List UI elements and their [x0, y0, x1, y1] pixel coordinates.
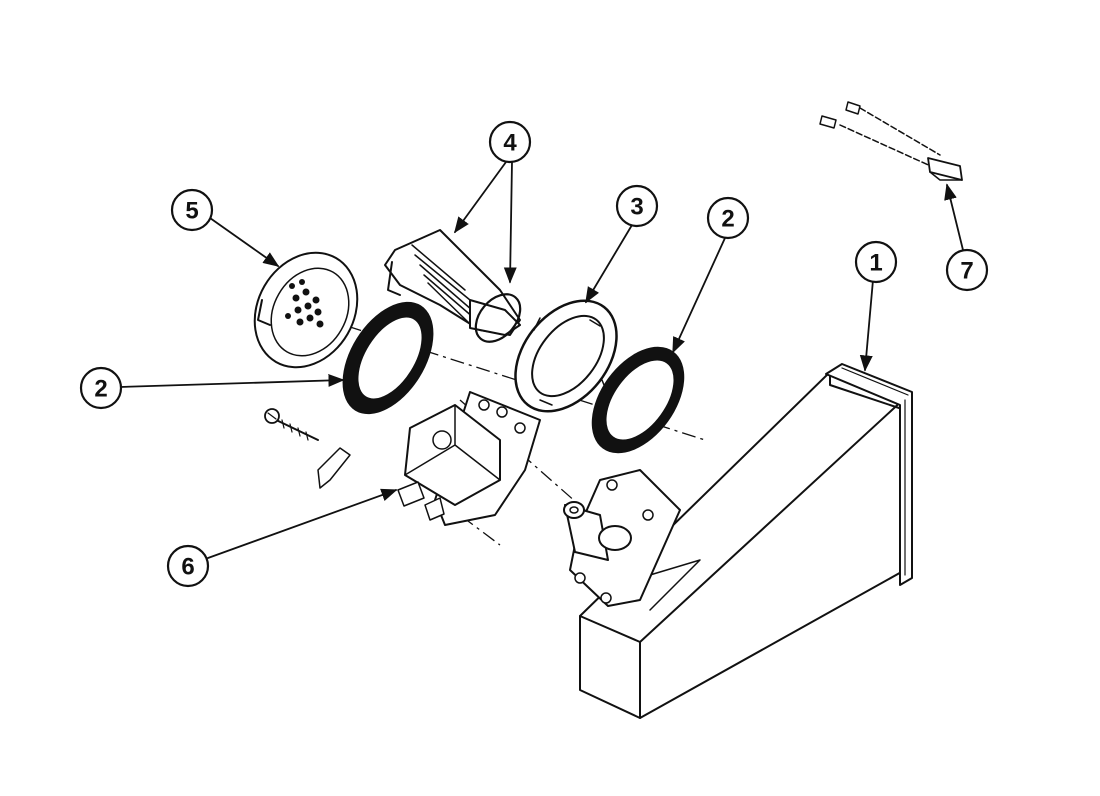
- callout-4: 4: [488, 120, 532, 164]
- callout-3: 3: [615, 184, 659, 228]
- part-5-inlet-screen: [253, 251, 359, 369]
- part-4-valve-body: [384, 229, 522, 343]
- callout-6-label: 6: [181, 554, 194, 581]
- callout-3-label: 3: [630, 194, 643, 221]
- callout-1: 1: [854, 240, 898, 284]
- part-1-housing: [563, 363, 913, 719]
- callout-2-right-label: 2: [721, 206, 734, 233]
- part-2-gasket-right: [591, 346, 685, 454]
- part-7-wire-harness: [819, 101, 963, 181]
- leader-lines: [119, 161, 964, 559]
- part-2-gasket-left: [342, 301, 434, 415]
- part-6-solenoid: [264, 391, 541, 526]
- callout-2-right: 2: [706, 196, 750, 240]
- part-3-retaining-ring: [514, 299, 618, 413]
- callout-6: 6: [166, 544, 210, 588]
- callout-4-label: 4: [503, 130, 517, 157]
- callout-2-left: 2: [79, 366, 123, 410]
- callout-1-label: 1: [869, 250, 882, 277]
- callout-5-label: 5: [185, 198, 198, 225]
- callout-7: 7: [945, 248, 989, 292]
- callout-2-left-label: 2: [94, 376, 107, 403]
- callout-5: 5: [170, 188, 214, 232]
- callout-7-label: 7: [960, 258, 973, 285]
